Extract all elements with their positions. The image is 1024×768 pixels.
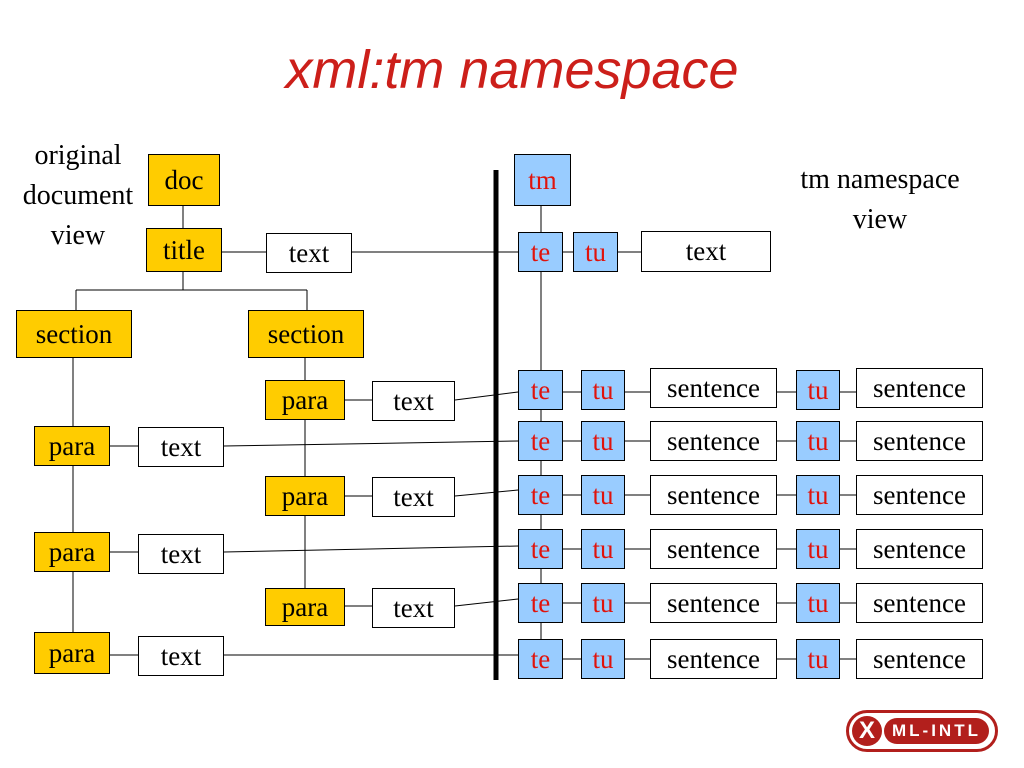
tu-node: tu — [796, 529, 840, 569]
caption-line: original — [34, 140, 122, 171]
caption-line: view — [852, 204, 908, 235]
tu-node: tu — [796, 475, 840, 515]
tu-node: tu — [581, 421, 625, 461]
text-node: text — [372, 381, 455, 421]
para-node: para — [34, 632, 110, 674]
xml-intl-logo: X ML-INTL — [846, 710, 998, 752]
text-node: text — [372, 477, 455, 517]
text-node: text — [266, 233, 352, 273]
tu-node: tu — [573, 232, 618, 272]
sentence-node: sentence — [650, 421, 777, 461]
text-node: text — [641, 231, 771, 272]
te-node: te — [518, 370, 563, 410]
tu-node: tu — [581, 475, 625, 515]
te-node: te — [518, 421, 563, 461]
tu-node: tu — [581, 583, 625, 623]
para-node: para — [34, 426, 110, 466]
sentence-node: sentence — [856, 421, 983, 461]
doc-node: doc — [148, 154, 220, 206]
sentence-node: sentence — [856, 583, 983, 623]
sentence-node: sentence — [650, 368, 777, 408]
tu-node: tu — [581, 529, 625, 569]
tu-node: tu — [796, 421, 840, 461]
sentence-node: sentence — [856, 529, 983, 569]
caption-line: view — [50, 220, 106, 251]
tu-node: tu — [796, 639, 840, 679]
tu-node: tu — [796, 370, 840, 410]
caption-line: document — [22, 180, 134, 211]
sentence-node: sentence — [650, 639, 777, 679]
page-title: xml:tm namespace — [285, 40, 739, 100]
text-node: text — [138, 636, 224, 676]
te-node: te — [518, 232, 563, 272]
sentence-node: sentence — [856, 368, 983, 408]
tm-node: tm — [514, 154, 571, 206]
te-node: te — [518, 529, 563, 569]
tu-node: tu — [581, 370, 625, 410]
section-node: section — [248, 310, 364, 358]
sentence-node: sentence — [856, 639, 983, 679]
text-node: text — [138, 427, 224, 467]
para-node: para — [265, 476, 345, 516]
sentence-node: sentence — [650, 529, 777, 569]
tm-view-caption: tm namespace view — [770, 160, 990, 240]
sentence-node: sentence — [856, 475, 983, 515]
para-node: para — [265, 588, 345, 626]
para-node: para — [265, 380, 345, 420]
original-view-caption: original document view — [4, 136, 152, 256]
text-node: text — [138, 534, 224, 574]
text-node: text — [372, 588, 455, 628]
sentence-node: sentence — [650, 583, 777, 623]
logo-mark: X — [852, 716, 882, 746]
te-node: te — [518, 639, 563, 679]
section-node: section — [16, 310, 132, 358]
te-node: te — [518, 475, 563, 515]
caption-line: tm namespace — [800, 164, 960, 195]
tu-node: tu — [796, 583, 840, 623]
title-node: title — [146, 228, 222, 272]
logo-text: ML-INTL — [884, 718, 989, 744]
tu-node: tu — [581, 639, 625, 679]
te-node: te — [518, 583, 563, 623]
sentence-node: sentence — [650, 475, 777, 515]
para-node: para — [34, 532, 110, 572]
